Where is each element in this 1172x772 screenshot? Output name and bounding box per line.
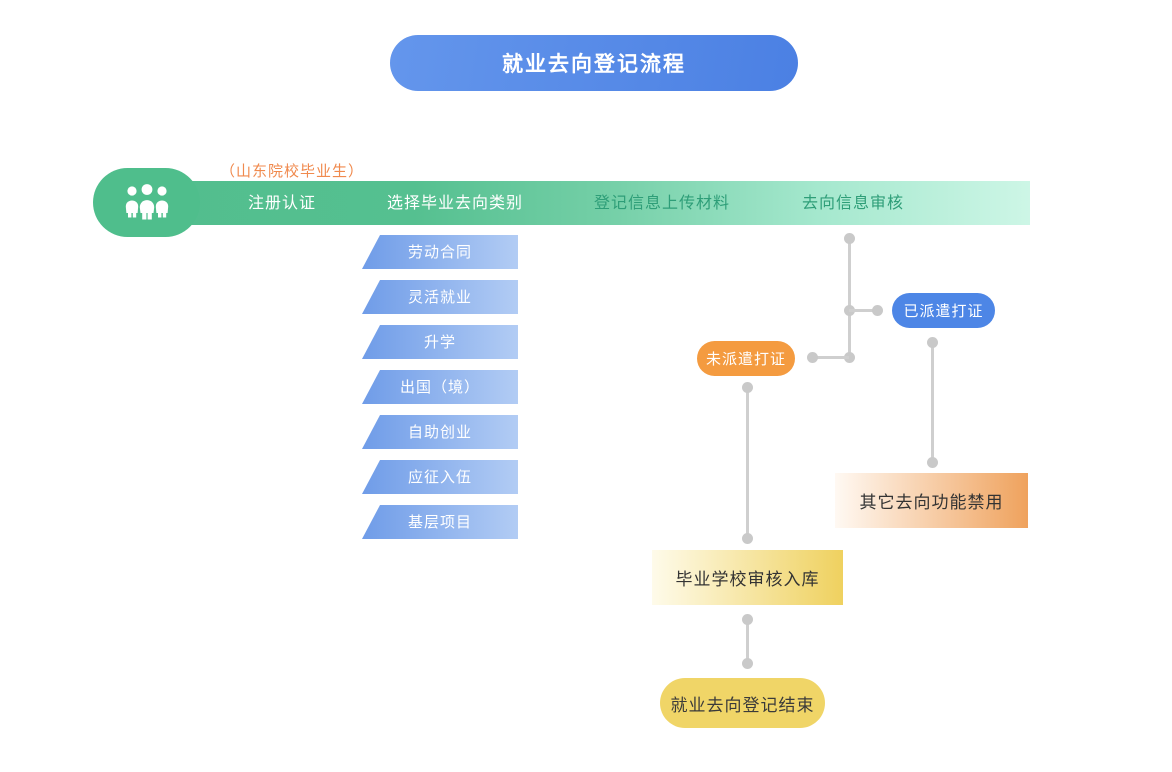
- not-dispatched-node: 未派遣打证: [697, 341, 795, 376]
- step-choose-destination: 选择毕业去向类别: [386, 193, 523, 212]
- connector-dot: [742, 533, 753, 544]
- connector-line: [848, 238, 851, 357]
- type-self-startup: 自助创业: [362, 415, 518, 449]
- title-banner: 就业去向登记流程: [390, 35, 798, 91]
- connector-dot: [742, 658, 753, 669]
- connector-dot: [742, 614, 753, 625]
- people-icon: [121, 181, 173, 225]
- audience-label: （山东院校毕业生）: [220, 162, 365, 180]
- connector-dot: [844, 352, 855, 363]
- school-review-node: 毕业学校审核入库: [652, 550, 843, 605]
- connector-dot: [742, 382, 753, 393]
- type-grassroots-project: 基层项目: [362, 505, 518, 539]
- others-disabled-node: 其它去向功能禁用: [835, 473, 1028, 528]
- type-labor-contract: 劳动合同: [362, 235, 518, 269]
- step-register: 注册认证: [247, 193, 316, 212]
- step-review: 去向信息审核: [801, 193, 904, 212]
- registration-end-node: 就业去向登记结束: [660, 678, 825, 728]
- connector-dot: [927, 457, 938, 468]
- dispatched-node: 已派遣打证: [892, 293, 995, 328]
- process-bar: [150, 181, 1030, 225]
- connector-line: [812, 356, 849, 359]
- connector-dot: [807, 352, 818, 363]
- graduates-node: [93, 168, 200, 237]
- connector-dot: [844, 233, 855, 244]
- connector-line: [746, 387, 749, 538]
- connector-dot: [872, 305, 883, 316]
- connector-line: [849, 309, 877, 312]
- connector-dot: [927, 337, 938, 348]
- type-abroad: 出国（境）: [362, 370, 518, 404]
- connector-line: [931, 342, 934, 462]
- connector-line: [746, 619, 749, 663]
- page-title: 就业去向登记流程: [502, 52, 686, 76]
- type-enlistment: 应征入伍: [362, 460, 518, 494]
- type-flexible-employment: 灵活就业: [362, 280, 518, 314]
- step-upload-materials: 登记信息上传材料: [593, 193, 730, 212]
- type-further-study: 升学: [362, 325, 518, 359]
